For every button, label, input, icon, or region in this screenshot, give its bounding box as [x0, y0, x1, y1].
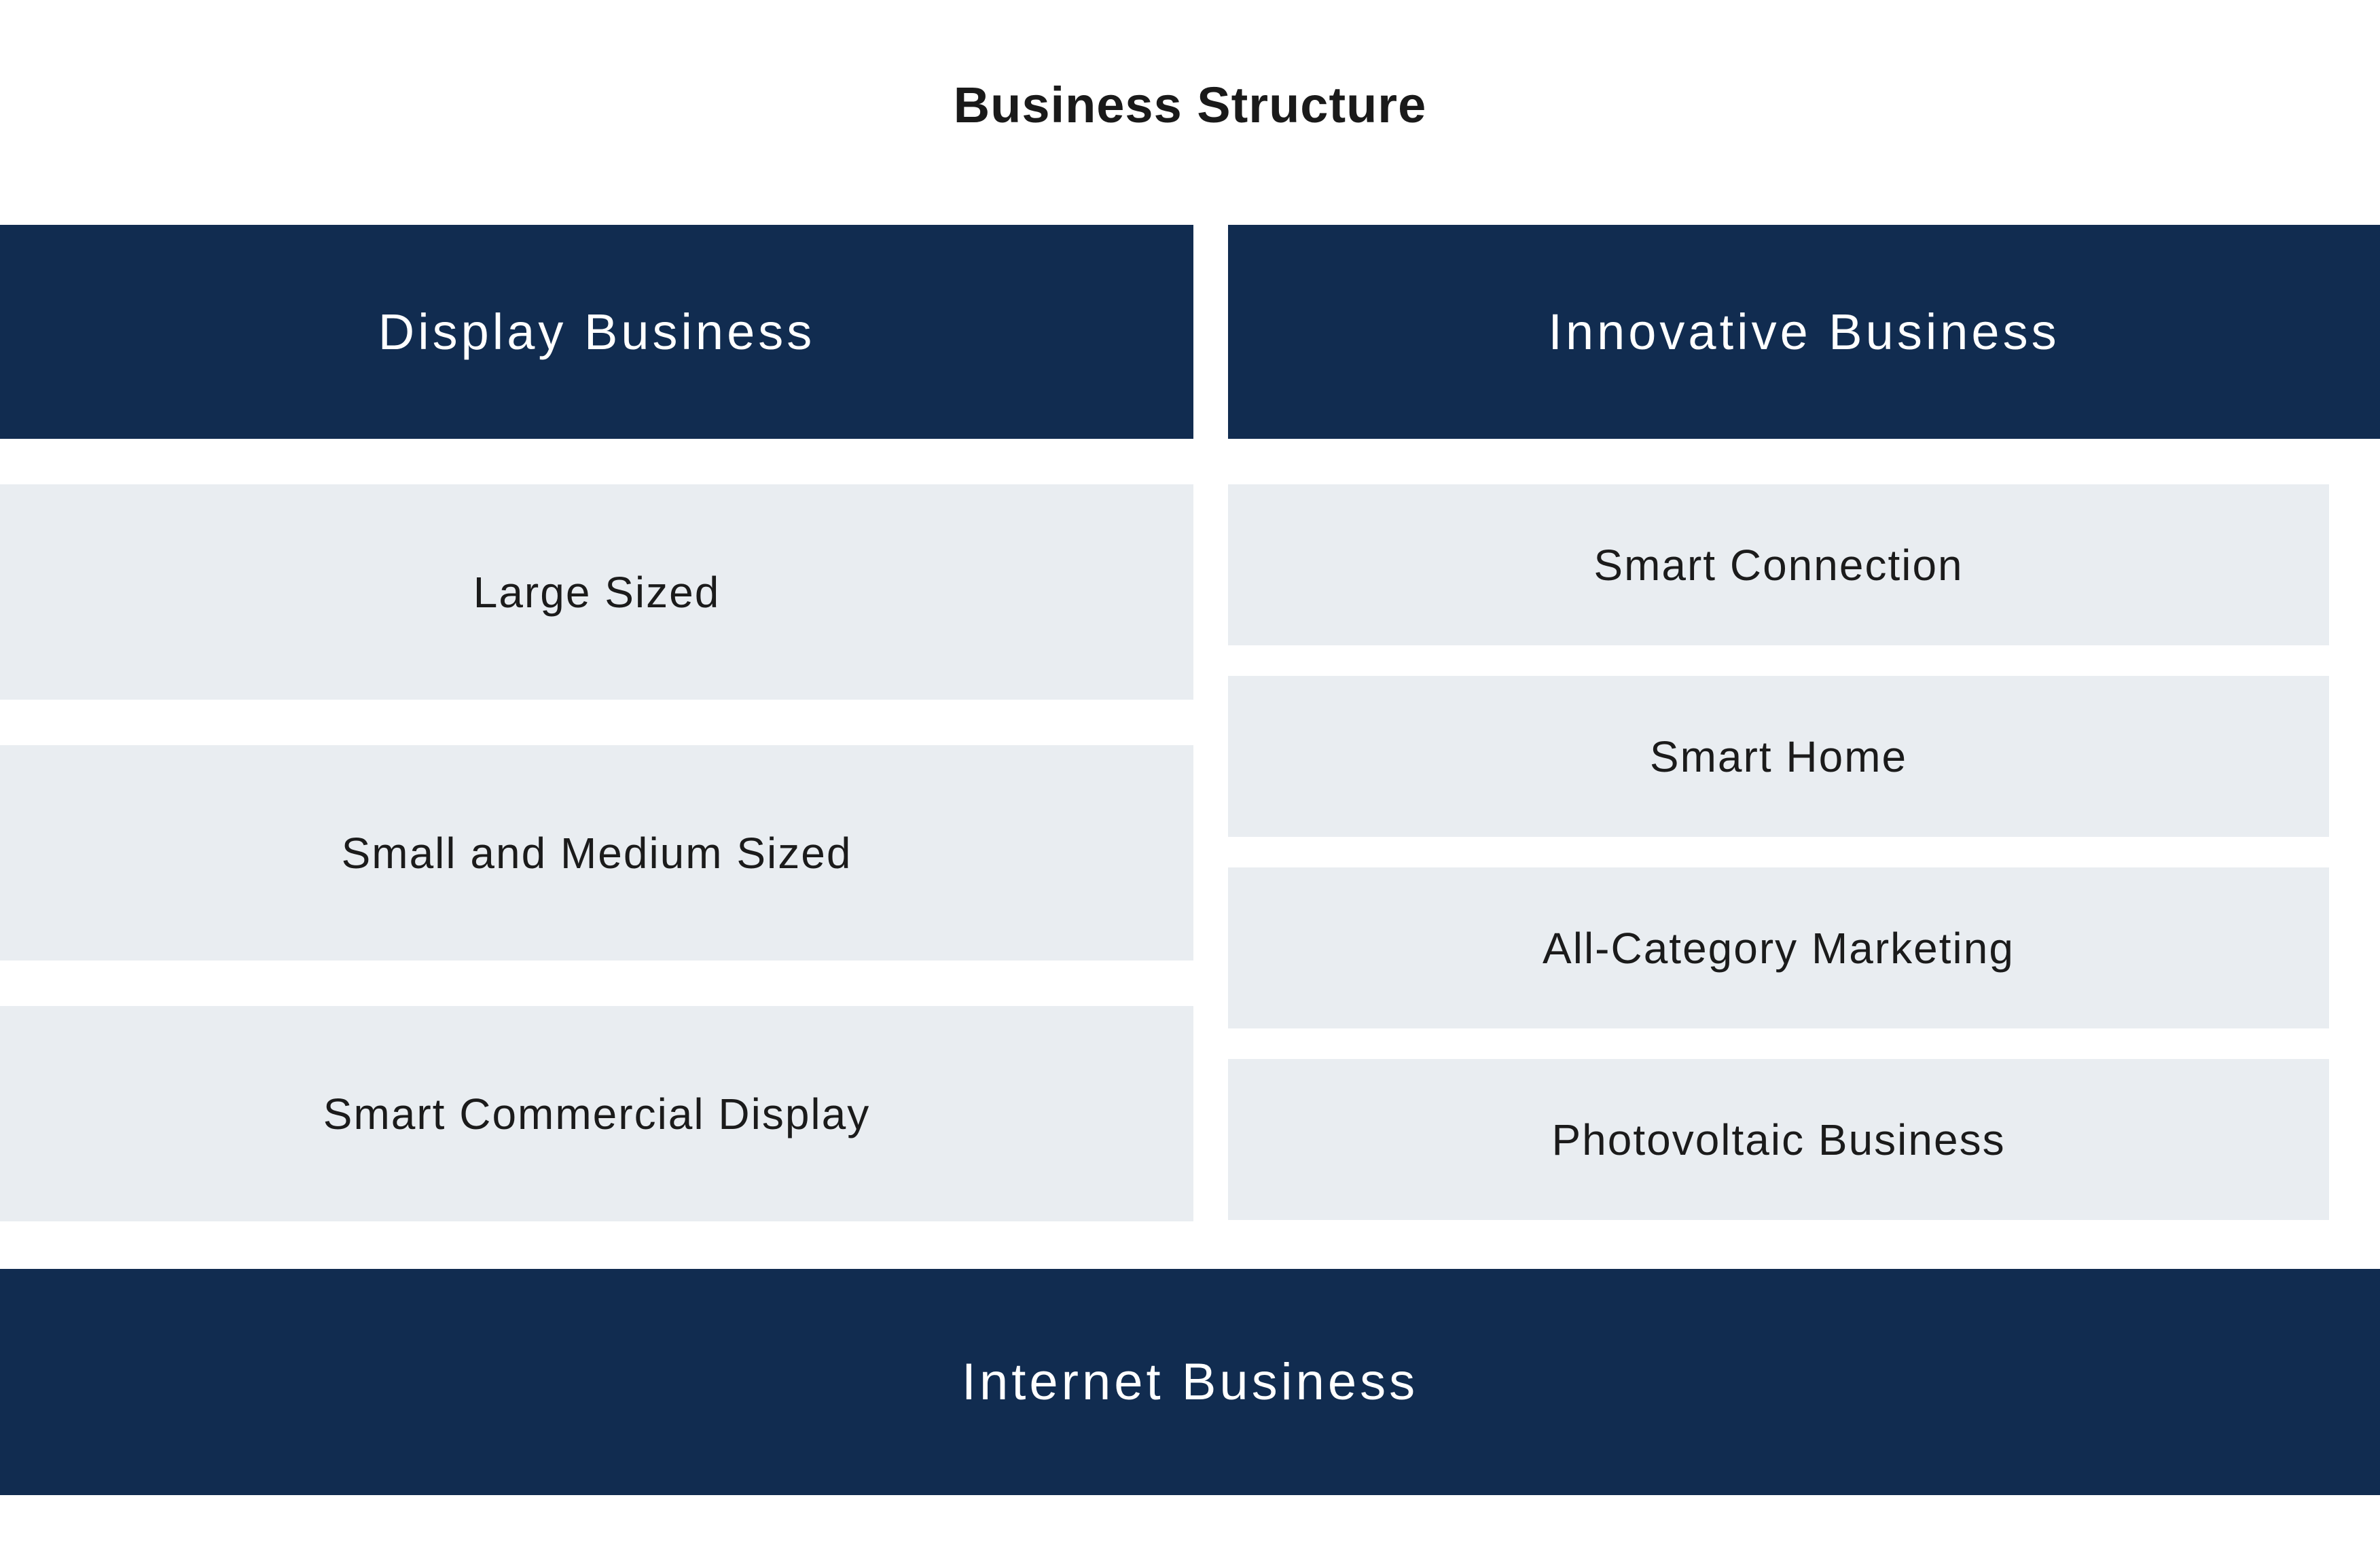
item-all-category-marketing: All-Category Marketing — [1228, 867, 2329, 1028]
item-smart-commercial-display: Smart Commercial Display — [0, 1006, 1193, 1221]
columns-container: Display Business Large Sized Small and M… — [0, 225, 2380, 1221]
innovative-business-items: Smart Connection Smart Home All-Category… — [1228, 484, 2329, 1220]
internet-business-bar: Internet Business — [0, 1269, 2380, 1495]
display-business-column: Display Business Large Sized Small and M… — [0, 225, 1193, 1221]
innovative-business-column: Innovative Business Smart Connection Sma… — [1228, 225, 2380, 1221]
item-large-sized: Large Sized — [0, 484, 1193, 700]
display-business-header: Display Business — [0, 225, 1193, 439]
innovative-business-header: Innovative Business — [1228, 225, 2380, 439]
display-business-items: Large Sized Small and Medium Sized Smart… — [0, 484, 1193, 1221]
item-small-and-medium-sized: Small and Medium Sized — [0, 745, 1193, 961]
item-smart-home: Smart Home — [1228, 676, 2329, 837]
item-photovoltaic-business: Photovoltaic Business — [1228, 1059, 2329, 1220]
page-title: Business Structure — [953, 77, 1427, 133]
item-smart-connection: Smart Connection — [1228, 484, 2329, 645]
